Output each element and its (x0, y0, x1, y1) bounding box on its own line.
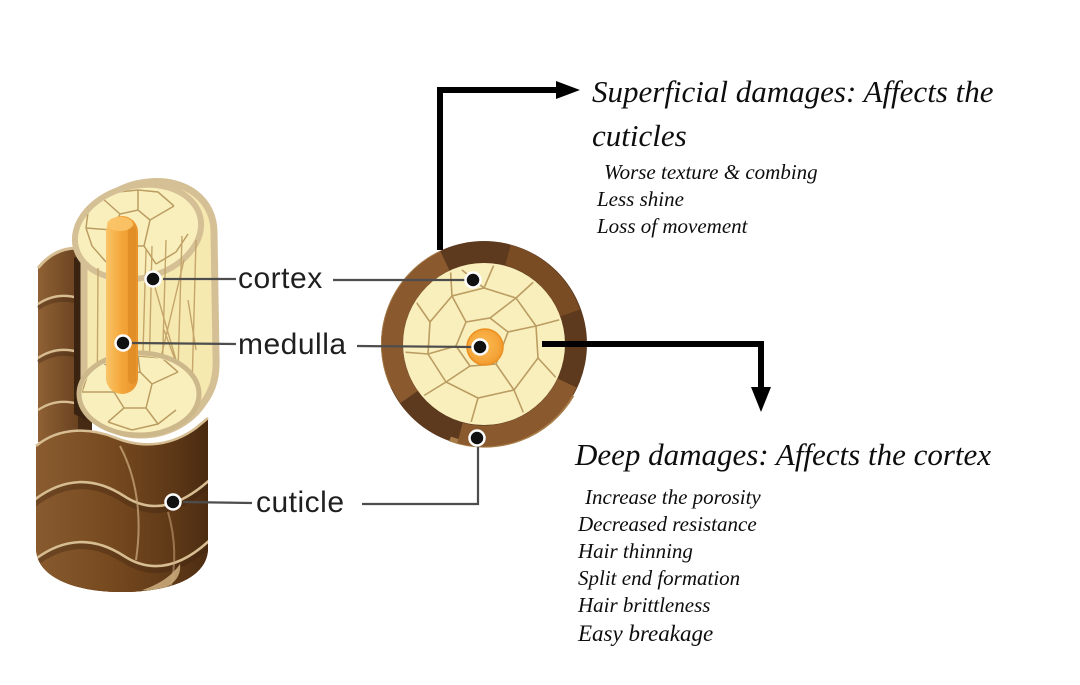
deep-item: Decreased resistance (578, 512, 757, 536)
superficial-item: Less shine (597, 187, 684, 211)
superficial-damages-list: Worse texture & combing Less shine Loss … (597, 159, 818, 240)
cuticle-leader-right (362, 446, 480, 506)
leader-dots (114, 270, 489, 511)
deep-damages-title: Deep damages: Affects the cortex (575, 437, 992, 472)
label-cortex: cortex (238, 262, 323, 295)
superficial-item: Loss of movement (597, 214, 748, 238)
shaft-bottom-cut-face (76, 350, 202, 438)
cuticle-dot-circle (468, 429, 486, 447)
shaft-medulla-rod (106, 216, 138, 394)
superficial-arrowhead-icon (556, 81, 580, 99)
medulla-dot-circle (471, 338, 489, 356)
medulla-dot-shaft (114, 334, 132, 352)
label-cuticle: cuticle (256, 486, 345, 519)
label-medulla: medulla (238, 328, 347, 361)
cuticle-dot-shaft (164, 493, 182, 511)
leader-lines (131, 277, 480, 506)
medulla-leader-right (356, 344, 473, 349)
deep-item: Hair thinning (578, 539, 693, 563)
deep-item: Easy breakage (578, 621, 714, 646)
deep-item: Split end formation (578, 566, 741, 590)
deep-damages-list: Increase the porosity Decreased resistan… (578, 484, 761, 648)
cortex-dot-circle (464, 271, 482, 289)
superficial-item: Worse texture & combing (604, 160, 818, 184)
hair-shaft-illustration (35, 178, 220, 592)
deep-item: Increase the porosity (585, 485, 761, 509)
cuticle-leader-left (182, 500, 253, 505)
superficial-arrow (437, 81, 580, 250)
deep-arrow (542, 341, 771, 412)
shaft-cuticle-cylinder (35, 417, 209, 592)
deep-item: Hair brittleness (578, 593, 711, 617)
medulla-leader-left (131, 341, 237, 346)
deep-arrowhead-icon (751, 387, 771, 412)
superficial-damages-title: Superficial damages: Affects the cuticle… (592, 74, 994, 153)
cortex-dot-shaft (144, 270, 162, 288)
